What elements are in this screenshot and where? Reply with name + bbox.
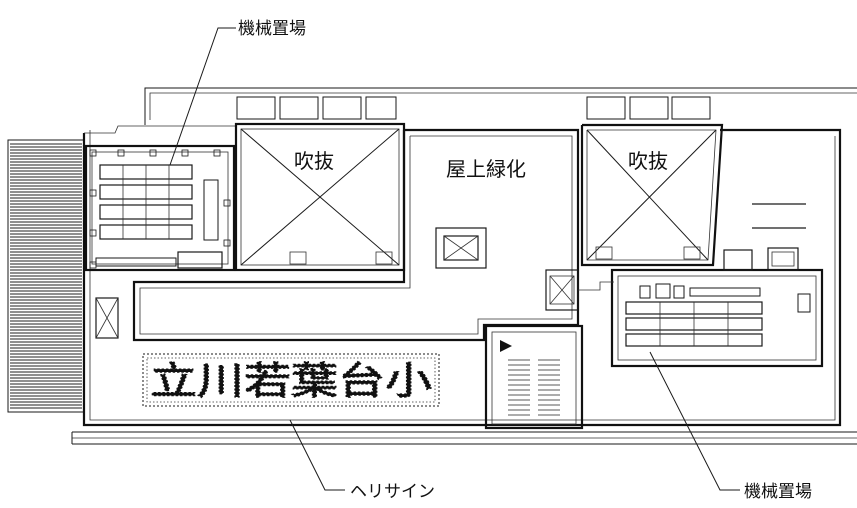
heli-sign: [142, 353, 440, 407]
label-machine-area-bottom: 機械置場: [744, 482, 812, 502]
left-louver-hatch: [7, 139, 85, 413]
machine-area-left: [84, 144, 236, 272]
heli-sign-text: 立川若葉台小: [150, 359, 432, 403]
label-rooftop-greening: 屋上緑化: [446, 157, 526, 181]
machine-area-right: [578, 203, 824, 368]
stair-core: [484, 324, 584, 430]
rooftop-greening-area: [132, 128, 580, 342]
leader-lines: [169, 27, 740, 491]
label-void-left: 吹抜: [294, 149, 334, 173]
label-heli-sign: ヘリサイン: [350, 482, 435, 502]
void-right: [580, 123, 724, 267]
building-outline: [71, 87, 857, 445]
label-machine-area-top: 機械置場: [238, 19, 306, 39]
top-skylight-panels: [236, 96, 711, 120]
void-left: [234, 122, 406, 272]
label-void-right: 吹抜: [628, 149, 668, 173]
small-hatch-boxes: [95, 269, 579, 339]
